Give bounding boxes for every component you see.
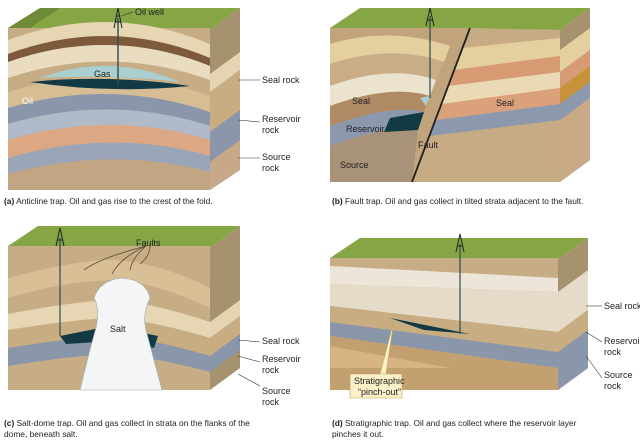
caption-c: (c) Salt-dome trap. Oil and gas collect … bbox=[4, 418, 250, 439]
reservoir-rock-label-2: rock bbox=[604, 347, 622, 357]
pinchout-label-2: “pinch-out” bbox=[358, 387, 401, 397]
ground-surface bbox=[330, 8, 590, 30]
derrick-icon bbox=[425, 7, 435, 27]
oil-pocket bbox=[30, 78, 190, 90]
stratigraphic-trap-diagram: Stratigraphic “pinch-out” Seal rock Rese… bbox=[330, 233, 640, 399]
reservoir-rock-label-1: Reservoir bbox=[604, 336, 640, 346]
seal-left-label: Seal bbox=[352, 96, 370, 106]
front-face-strata bbox=[330, 28, 560, 182]
gas-pocket bbox=[40, 65, 180, 82]
source-label: Source bbox=[340, 160, 369, 170]
pinchout-label-1: Stratigraphic bbox=[354, 376, 405, 386]
ground-surface bbox=[330, 238, 588, 260]
seal-rock-label: Seal rock bbox=[262, 336, 300, 346]
right-face-strata bbox=[560, 28, 590, 182]
derrick-icon bbox=[455, 233, 465, 253]
faults-label: Faults bbox=[136, 238, 161, 248]
ground-surface bbox=[8, 226, 240, 248]
salt-dome-trap-diagram: Faults Salt Seal rock Reservoir rock Sou… bbox=[8, 226, 301, 407]
reservoir-rock-label-1: Reservoir bbox=[262, 114, 301, 124]
oil-pocket bbox=[384, 112, 424, 132]
front-face-strata bbox=[330, 258, 558, 390]
seal-right-label: Seal bbox=[496, 98, 514, 108]
reservoir-label: Reservoir bbox=[346, 124, 385, 134]
anticline-trap-diagram: Oil well Gas Oil Seal rock Reservoir roc… bbox=[8, 7, 301, 190]
reservoir-rock-label-2: rock bbox=[262, 365, 280, 375]
source-rock-label-1: Source bbox=[604, 370, 633, 380]
derrick-icon bbox=[55, 227, 65, 247]
right-face-strata bbox=[558, 270, 588, 390]
oil-pocket bbox=[60, 328, 100, 344]
salt-dome bbox=[79, 277, 163, 391]
caption-d: (d) Stratigraphic trap. Oil and gas coll… bbox=[332, 418, 577, 439]
caption-a: (a) Anticline trap. Oil and gas rise to … bbox=[4, 196, 213, 206]
fault-trap-diagram: Seal Seal Reservoir Source Fault bbox=[330, 7, 590, 183]
oil-well-label: Oil well bbox=[135, 7, 164, 17]
front-face-strata bbox=[8, 21, 210, 190]
caption-b: (b) Fault trap. Oil and gas collect in t… bbox=[332, 196, 584, 206]
source-rock-label-1: Source bbox=[262, 152, 291, 162]
fault-arrows bbox=[83, 245, 151, 275]
derrick-icon bbox=[113, 7, 123, 29]
gas-pocket bbox=[420, 96, 430, 106]
source-rock-label-2: rock bbox=[262, 397, 280, 407]
seal-rock-label: Seal rock bbox=[604, 301, 640, 311]
gas-label: Gas bbox=[94, 69, 111, 79]
source-rock-label-1: Source bbox=[262, 386, 291, 396]
source-rock-label-2: rock bbox=[262, 163, 280, 173]
fault-label: Fault bbox=[418, 140, 439, 150]
reservoir-rock-label-1: Reservoir bbox=[262, 354, 301, 364]
right-face-strata bbox=[210, 52, 240, 190]
salt-label: Salt bbox=[110, 324, 126, 334]
ground-surface bbox=[8, 8, 240, 30]
oil-label: Oil bbox=[22, 96, 33, 106]
right-face-strata bbox=[210, 300, 240, 372]
source-rock-label-2: rock bbox=[604, 381, 622, 391]
seal-rock-label: Seal rock bbox=[262, 75, 300, 85]
oil-pocket bbox=[390, 318, 470, 334]
fault-line bbox=[411, 27, 471, 183]
pinchout-callout bbox=[349, 319, 403, 399]
reservoir-rock-label-2: rock bbox=[262, 125, 280, 135]
